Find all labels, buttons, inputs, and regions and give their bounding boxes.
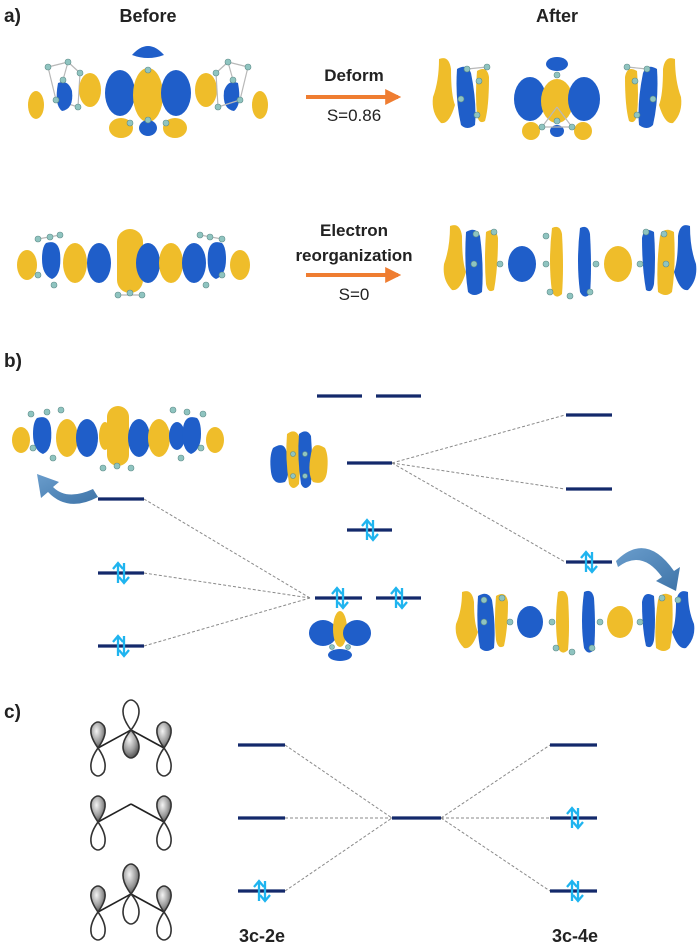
caption-3c-4e: 3c-4e	[552, 926, 598, 946]
after-heading: After	[536, 6, 578, 26]
orbital-fragment-left	[12, 406, 224, 472]
before-heading: Before	[119, 6, 176, 26]
energy-levels-b	[98, 394, 612, 648]
spin-pair-icon	[566, 879, 584, 903]
correlation-lines-b	[143, 414, 566, 647]
deform-arrow-group: Deform S=0.86	[306, 66, 402, 125]
orbital-before-reorganization	[17, 229, 250, 299]
curved-arrow-icon-right	[616, 548, 680, 591]
reorganization-arrow-group: Electron reorganization S=0	[295, 221, 412, 304]
p-orbital-sketch-nonbonding	[90, 795, 172, 851]
panel-a-label: a)	[4, 6, 21, 27]
orbital-after-deform	[432, 57, 682, 140]
spin-pair-icon	[361, 518, 379, 542]
spin-pair-icon	[390, 586, 408, 610]
orbital-center-unoccupied	[270, 431, 328, 488]
spin-pair-icon	[112, 561, 130, 585]
orbital-center-occupied	[309, 611, 371, 661]
spin-pair-icon	[331, 586, 349, 610]
spin-pairs-c	[253, 806, 584, 903]
caption-3c-2e: 3c-2e	[239, 926, 285, 946]
p-orbital-sketch-bonding	[90, 863, 172, 941]
spin-pair-icon	[566, 806, 584, 830]
panel-b-label: b)	[4, 351, 22, 372]
p-orbital-sketch-antibonding	[90, 699, 172, 777]
electron-label: Electron	[320, 221, 388, 240]
reorganization-label: reorganization	[295, 246, 412, 265]
overlap-s-reorganization: S=0	[339, 285, 370, 304]
panel-c-label: c)	[4, 702, 21, 723]
spin-pair-icon	[112, 634, 130, 658]
orbital-fragment-right	[455, 590, 695, 656]
curved-arrow-icon-left	[37, 474, 98, 504]
correlation-lines-c	[284, 744, 551, 892]
spin-pair-icon	[580, 550, 598, 574]
spin-pair-icon	[253, 879, 271, 903]
overlap-s-deform: S=0.86	[327, 106, 381, 125]
orbital-before-deform	[28, 46, 268, 138]
spin-pairs-b	[112, 518, 598, 658]
energy-levels-c	[238, 743, 597, 893]
orbital-after-reorganization	[443, 225, 697, 300]
deform-label: Deform	[324, 66, 384, 85]
